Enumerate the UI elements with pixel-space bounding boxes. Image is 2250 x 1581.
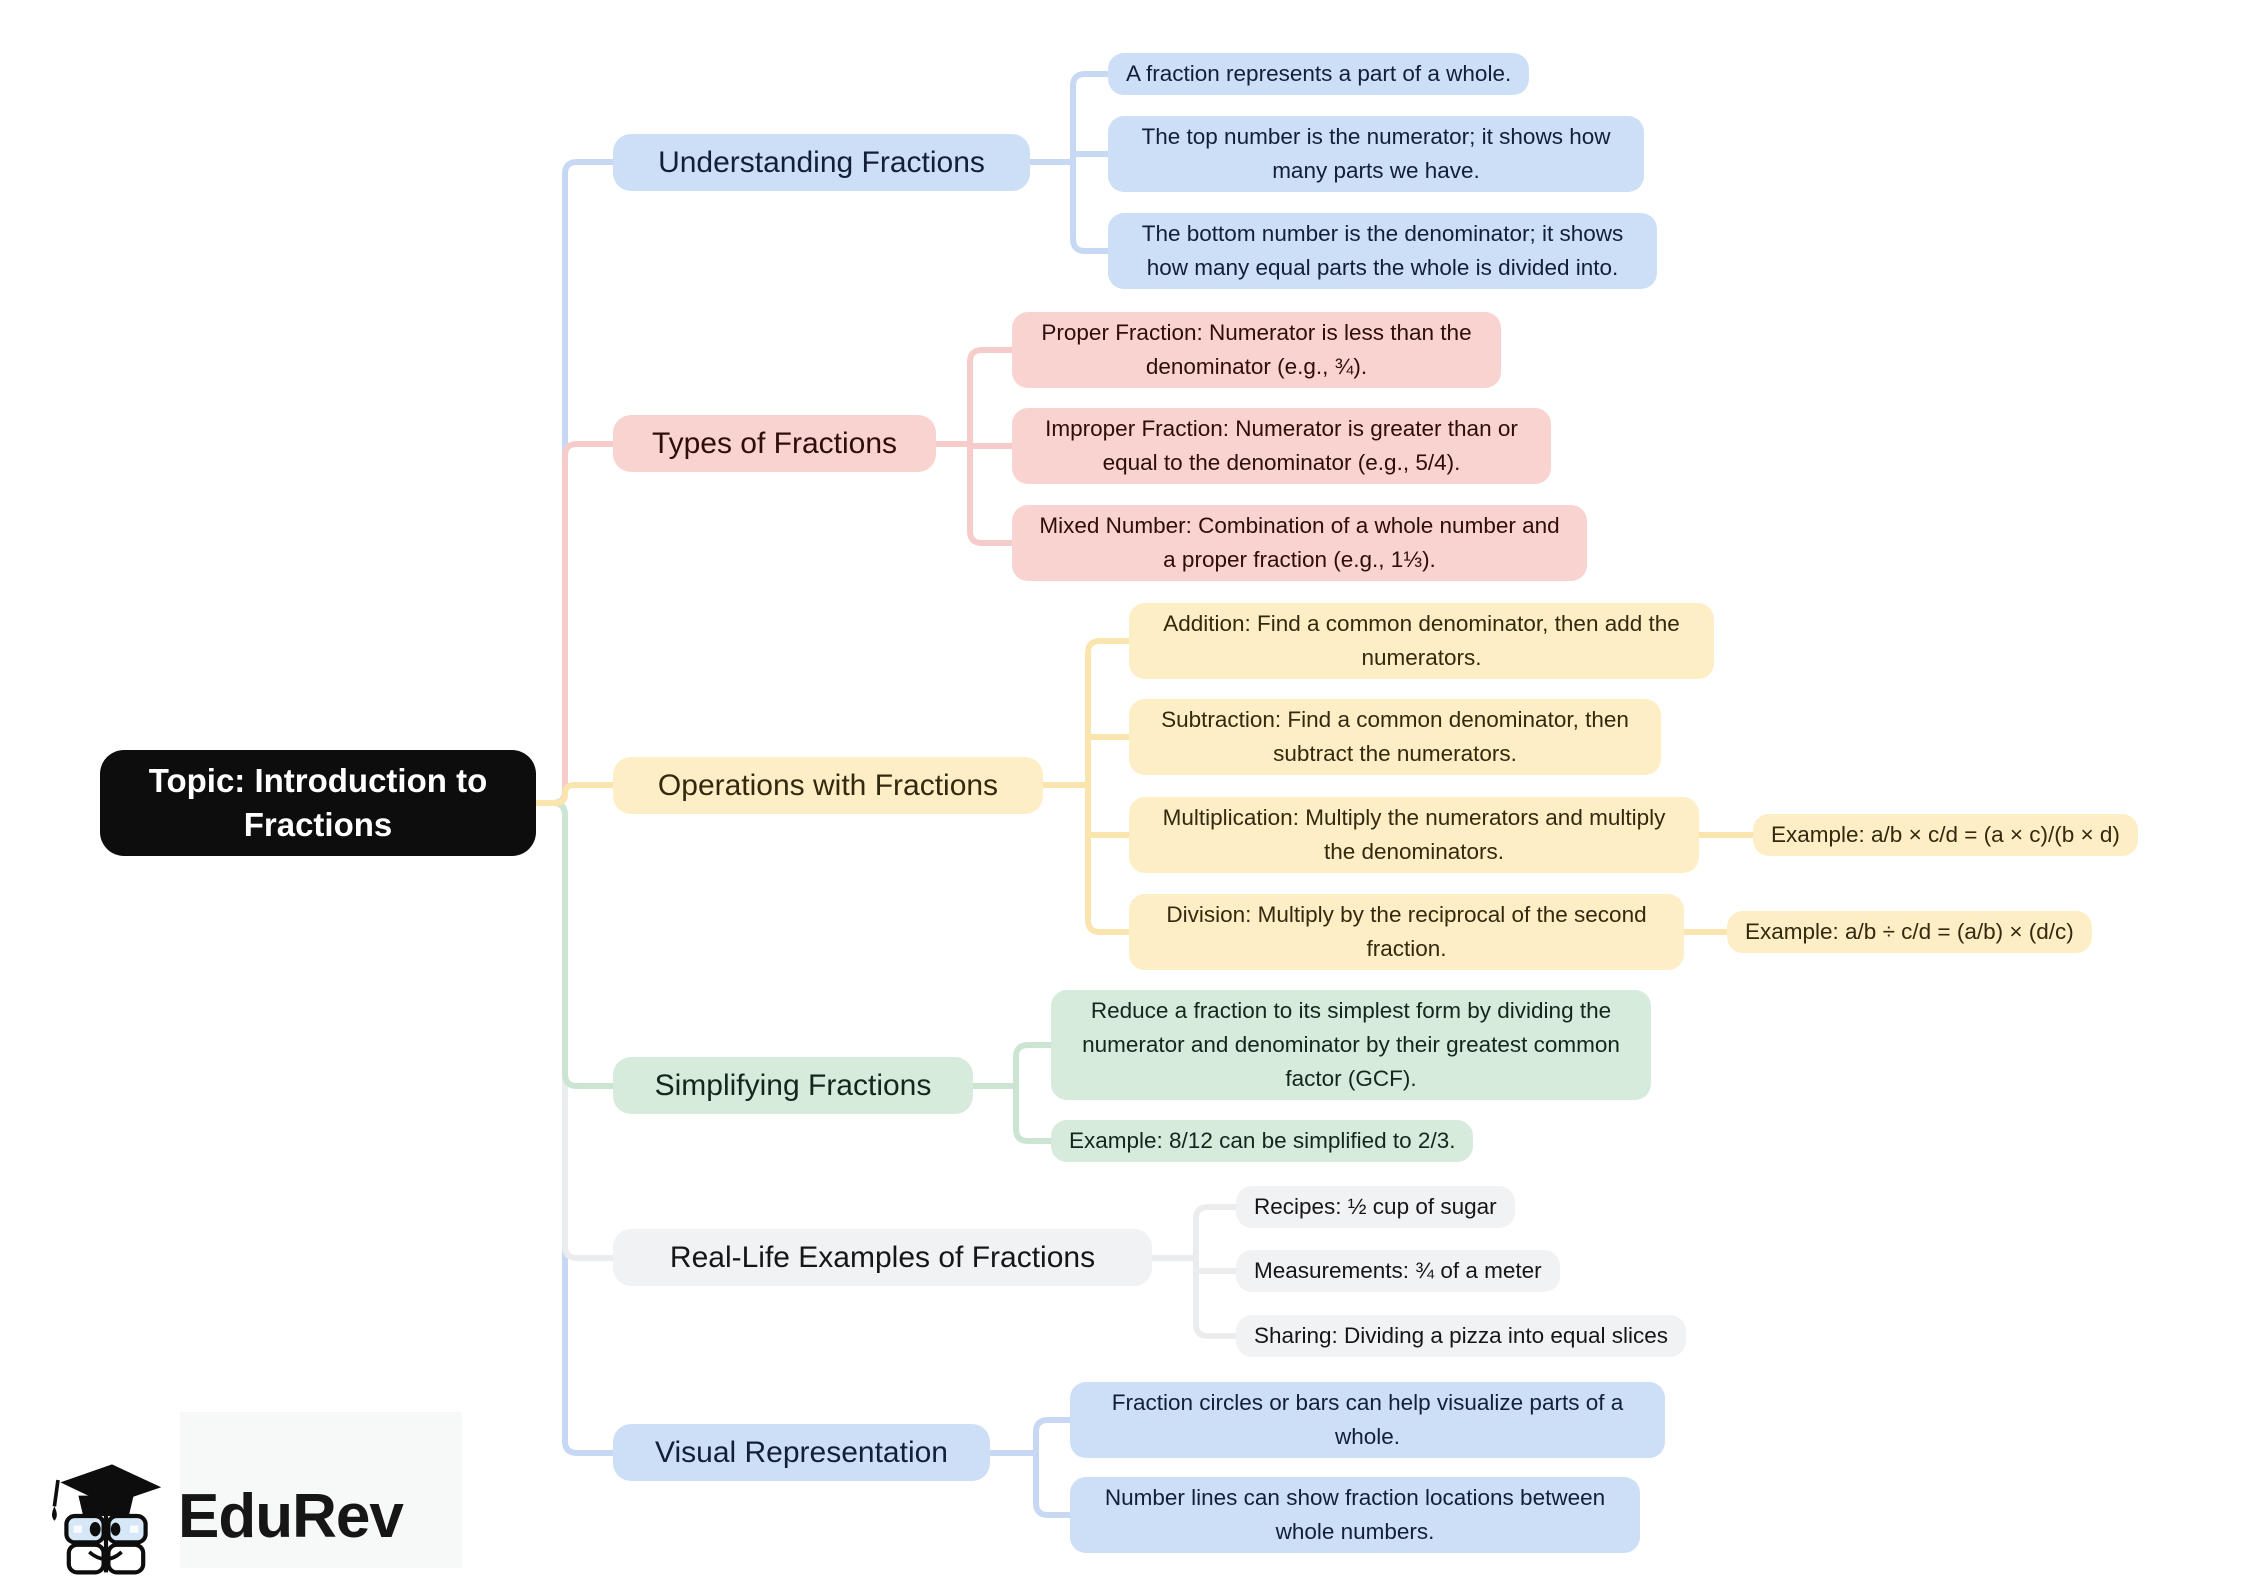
branch-topic-types-of-fractions: Types of Fractions [613, 415, 936, 472]
visual-child-connectors [990, 1417, 1070, 1518]
operations-note-multiplication: Multiplication: Multiply the numerators … [1129, 797, 1699, 873]
understanding-child-connectors [1030, 71, 1108, 254]
operations-note-addition: Addition: Find a common denominator, the… [1129, 603, 1714, 679]
real-life-note-sharing: Sharing: Dividing a pizza into equal sli… [1236, 1315, 1686, 1357]
simplifying-note-example: Example: 8/12 can be simplified to 2/3. [1051, 1120, 1474, 1162]
visual-note-number-lines: Number lines can show fraction locations… [1070, 1477, 1640, 1553]
division-example-note: Example: a/b ÷ c/d = (a/b) × (d/c) [1727, 911, 2092, 953]
types-note-improper: Improper Fraction: Numerator is greater … [1012, 408, 1551, 484]
logo-backdrop [180, 1412, 462, 1568]
root-topic-node: Topic: Introduction to Fractions [100, 750, 536, 856]
understanding-note-2: The top number is the numerator; it show… [1108, 116, 1644, 192]
real-life-child-connectors [1152, 1204, 1236, 1339]
real-life-note-measurements: Measurements: ¾ of a meter [1236, 1250, 1560, 1292]
operations-child-connectors [1043, 638, 1753, 935]
types-note-mixed: Mixed Number: Combination of a whole num… [1012, 505, 1587, 581]
real-life-note-recipes: Recipes: ½ cup of sugar [1236, 1186, 1515, 1228]
edurev-logo: EduRev [44, 1456, 404, 1576]
types-child-connectors [936, 347, 1012, 546]
understanding-note-3: The bottom number is the denominator; it… [1108, 213, 1657, 289]
simplifying-child-connectors [973, 1042, 1051, 1144]
branch-topic-operations-with-fractions: Operations with Fractions [613, 757, 1043, 814]
main-branch-connectors [536, 159, 616, 1456]
branch-topic-real-life-examples: Real-Life Examples of Fractions [613, 1229, 1152, 1286]
understanding-note-1: A fraction represents a part of a whole. [1108, 53, 1530, 95]
visual-note-circles-bars: Fraction circles or bars can help visual… [1070, 1382, 1665, 1458]
edurev-mascot-icon [52, 1464, 162, 1575]
branch-topic-visual-representation: Visual Representation [613, 1424, 990, 1481]
simplifying-note-gcf: Reduce a fraction to its simplest form b… [1051, 990, 1651, 1100]
branch-topic-simplifying-fractions: Simplifying Fractions [613, 1057, 973, 1114]
branch-topic-understanding-fractions: Understanding Fractions [613, 134, 1030, 191]
edurev-wordmark: EduRev [178, 1481, 404, 1551]
operations-note-division: Division: Multiply by the reciprocal of … [1129, 894, 1684, 970]
types-note-proper: Proper Fraction: Numerator is less than … [1012, 312, 1501, 388]
operations-note-subtraction: Subtraction: Find a common denominator, … [1129, 699, 1661, 775]
multiplication-example-note: Example: a/b × c/d = (a × c)/(b × d) [1753, 814, 2138, 856]
